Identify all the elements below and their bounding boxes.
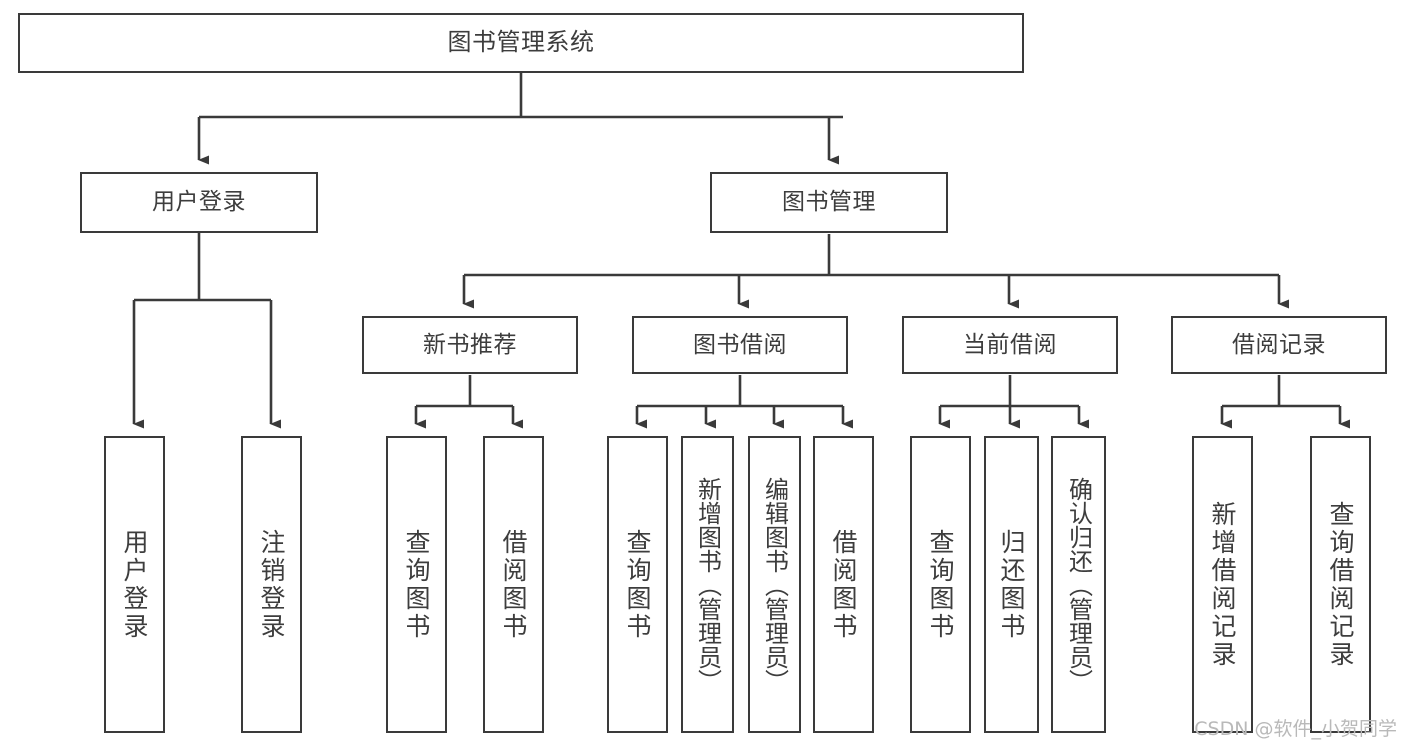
node-label: 新增借阅记录 bbox=[1208, 500, 1237, 669]
node-label: 图书管理 bbox=[782, 189, 876, 216]
node-borrow-record[interactable]: 借阅记录 bbox=[1171, 316, 1387, 374]
leaf-add-book[interactable]: 新增图书（管理员） bbox=[681, 436, 734, 733]
node-label: 查询图书 bbox=[402, 528, 431, 641]
node-label: 查询图书 bbox=[926, 528, 955, 641]
leaf-return-book[interactable]: 归还图书 bbox=[984, 436, 1039, 733]
node-label: 查询图书 bbox=[623, 528, 652, 641]
leaf-user-login[interactable]: 用户登录 bbox=[104, 436, 165, 733]
leaf-query-book-1[interactable]: 查询图书 bbox=[386, 436, 447, 733]
node-new-book-recommend[interactable]: 新书推荐 bbox=[362, 316, 578, 374]
node-label: 归还图书 bbox=[997, 528, 1026, 641]
node-label: 注销登录 bbox=[257, 528, 286, 641]
leaf-edit-book[interactable]: 编辑图书（管理员） bbox=[748, 436, 801, 733]
node-user-login[interactable]: 用户登录 bbox=[80, 172, 318, 233]
node-label: 借阅记录 bbox=[1232, 331, 1326, 358]
node-label: 图书借阅 bbox=[693, 331, 787, 358]
csdn-watermark: CSDN @软件_小贺同学 bbox=[1194, 718, 1397, 740]
leaf-confirm-return[interactable]: 确认归还（管理员） bbox=[1051, 436, 1106, 733]
node-label: 查询借阅记录 bbox=[1326, 500, 1355, 669]
node-label: 用户登录 bbox=[152, 189, 246, 216]
node-label: 确认归还（管理员） bbox=[1064, 476, 1093, 693]
node-book-borrow[interactable]: 图书借阅 bbox=[632, 316, 848, 374]
leaf-logout[interactable]: 注销登录 bbox=[241, 436, 302, 733]
node-label: 新增图书（管理员） bbox=[693, 476, 722, 693]
node-root-system[interactable]: 图书管理系统 bbox=[18, 13, 1024, 73]
node-label: 编辑图书（管理员） bbox=[760, 476, 789, 693]
leaf-borrow-book-1[interactable]: 借阅图书 bbox=[483, 436, 544, 733]
node-label: 借阅图书 bbox=[829, 528, 858, 641]
node-label: 借阅图书 bbox=[499, 528, 528, 641]
node-current-borrow[interactable]: 当前借阅 bbox=[902, 316, 1118, 374]
node-label: 用户登录 bbox=[120, 528, 149, 641]
leaf-query-record[interactable]: 查询借阅记录 bbox=[1310, 436, 1371, 733]
leaf-query-book-3[interactable]: 查询图书 bbox=[910, 436, 971, 733]
leaf-borrow-book-2[interactable]: 借阅图书 bbox=[813, 436, 874, 733]
node-book-management[interactable]: 图书管理 bbox=[710, 172, 948, 233]
leaf-query-book-2[interactable]: 查询图书 bbox=[607, 436, 668, 733]
leaf-add-record[interactable]: 新增借阅记录 bbox=[1192, 436, 1253, 733]
node-label: 新书推荐 bbox=[423, 331, 517, 358]
node-label: 图书管理系统 bbox=[447, 28, 595, 57]
node-label: 当前借阅 bbox=[963, 331, 1057, 358]
